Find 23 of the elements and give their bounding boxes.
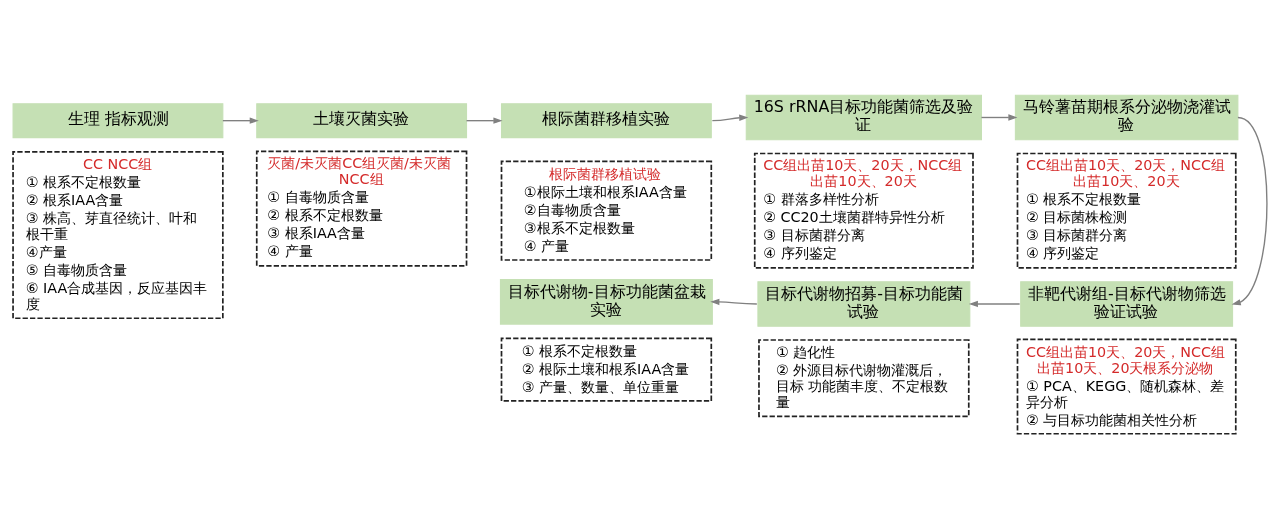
node-box: 生理 指标观测 [12, 102, 224, 138]
node-box: ① 趋化性 ② 外源目标代谢物灌溉后，目标 功能菌丰度、不定根数量 [758, 338, 970, 417]
arrow [968, 300, 1021, 307]
node-box: CC组出苗10天、20天，NCC组出苗10天、20天 ① 群落多样性分析 ② CC20土壤菌群特异性分析 ③ 目标菌群分离 ④ 序列鉴定 [753, 152, 974, 269]
node-box: 目标代谢物-目标功能菌盆栽实验 [499, 278, 713, 325]
arrow [465, 116, 503, 124]
node-box: 根际菌群移植试验 ①根际土壤和根系IAA含量 ②自毒物质含量 ③根系不定根数量 ④ 产量 [500, 160, 713, 261]
node-box: 马铃薯苗期根系分泌物浇灌试验 [1014, 94, 1239, 140]
node-box: 目标代谢物招募-目标功能菌试验 [757, 280, 971, 327]
node-box: ① 根系不定根数量 ② 根际土壤和根系IAA含量 ③ 产量、数量、单位重量 [500, 337, 713, 402]
node-box: 非靶代谢组-目标代谢物筛选验证试验 [1020, 280, 1234, 327]
node-box: 灭菌/未灭菌CC组灭菌/未灭菌NCC组 ① 自毒物质含量 ② 根系不定根数量 ③ 根系IAA含量 ④ 产量 [255, 150, 468, 267]
node-box: CC NCC组 ① 根系不定根数量 ② 根系IAA含量 ③ 株高、芽直径统计、叶和根干重 ④产量 ⑤ 自毒物质含量 ⑥ IAA合成基因，反应基因丰度 [12, 150, 224, 319]
arrow [711, 114, 749, 121]
node-box: CC组出苗10天、20天，NCC组出苗10天、20天 ① 根系不定根数量 ② 目标菌株检测 ③ 目标菌群分离 ④ 序列鉴定 [1016, 152, 1237, 269]
arrow [710, 298, 758, 305]
node-box: 根际菌群移植实验 [500, 102, 712, 138]
arrow [1231, 116, 1268, 305]
node-box: CC组出苗10天、20天，NCC组出苗10天、20天根系分泌物 ① PCA、KEGG、随机森林、差异分析 ② 与目标功能菌相关性分析 [1016, 338, 1237, 435]
node-box: 16S rRNA目标功能菌筛选及验证 [745, 94, 982, 140]
arrow [980, 113, 1018, 121]
node-box: 土壤灭菌实验 [256, 102, 468, 138]
arrow [222, 116, 259, 124]
